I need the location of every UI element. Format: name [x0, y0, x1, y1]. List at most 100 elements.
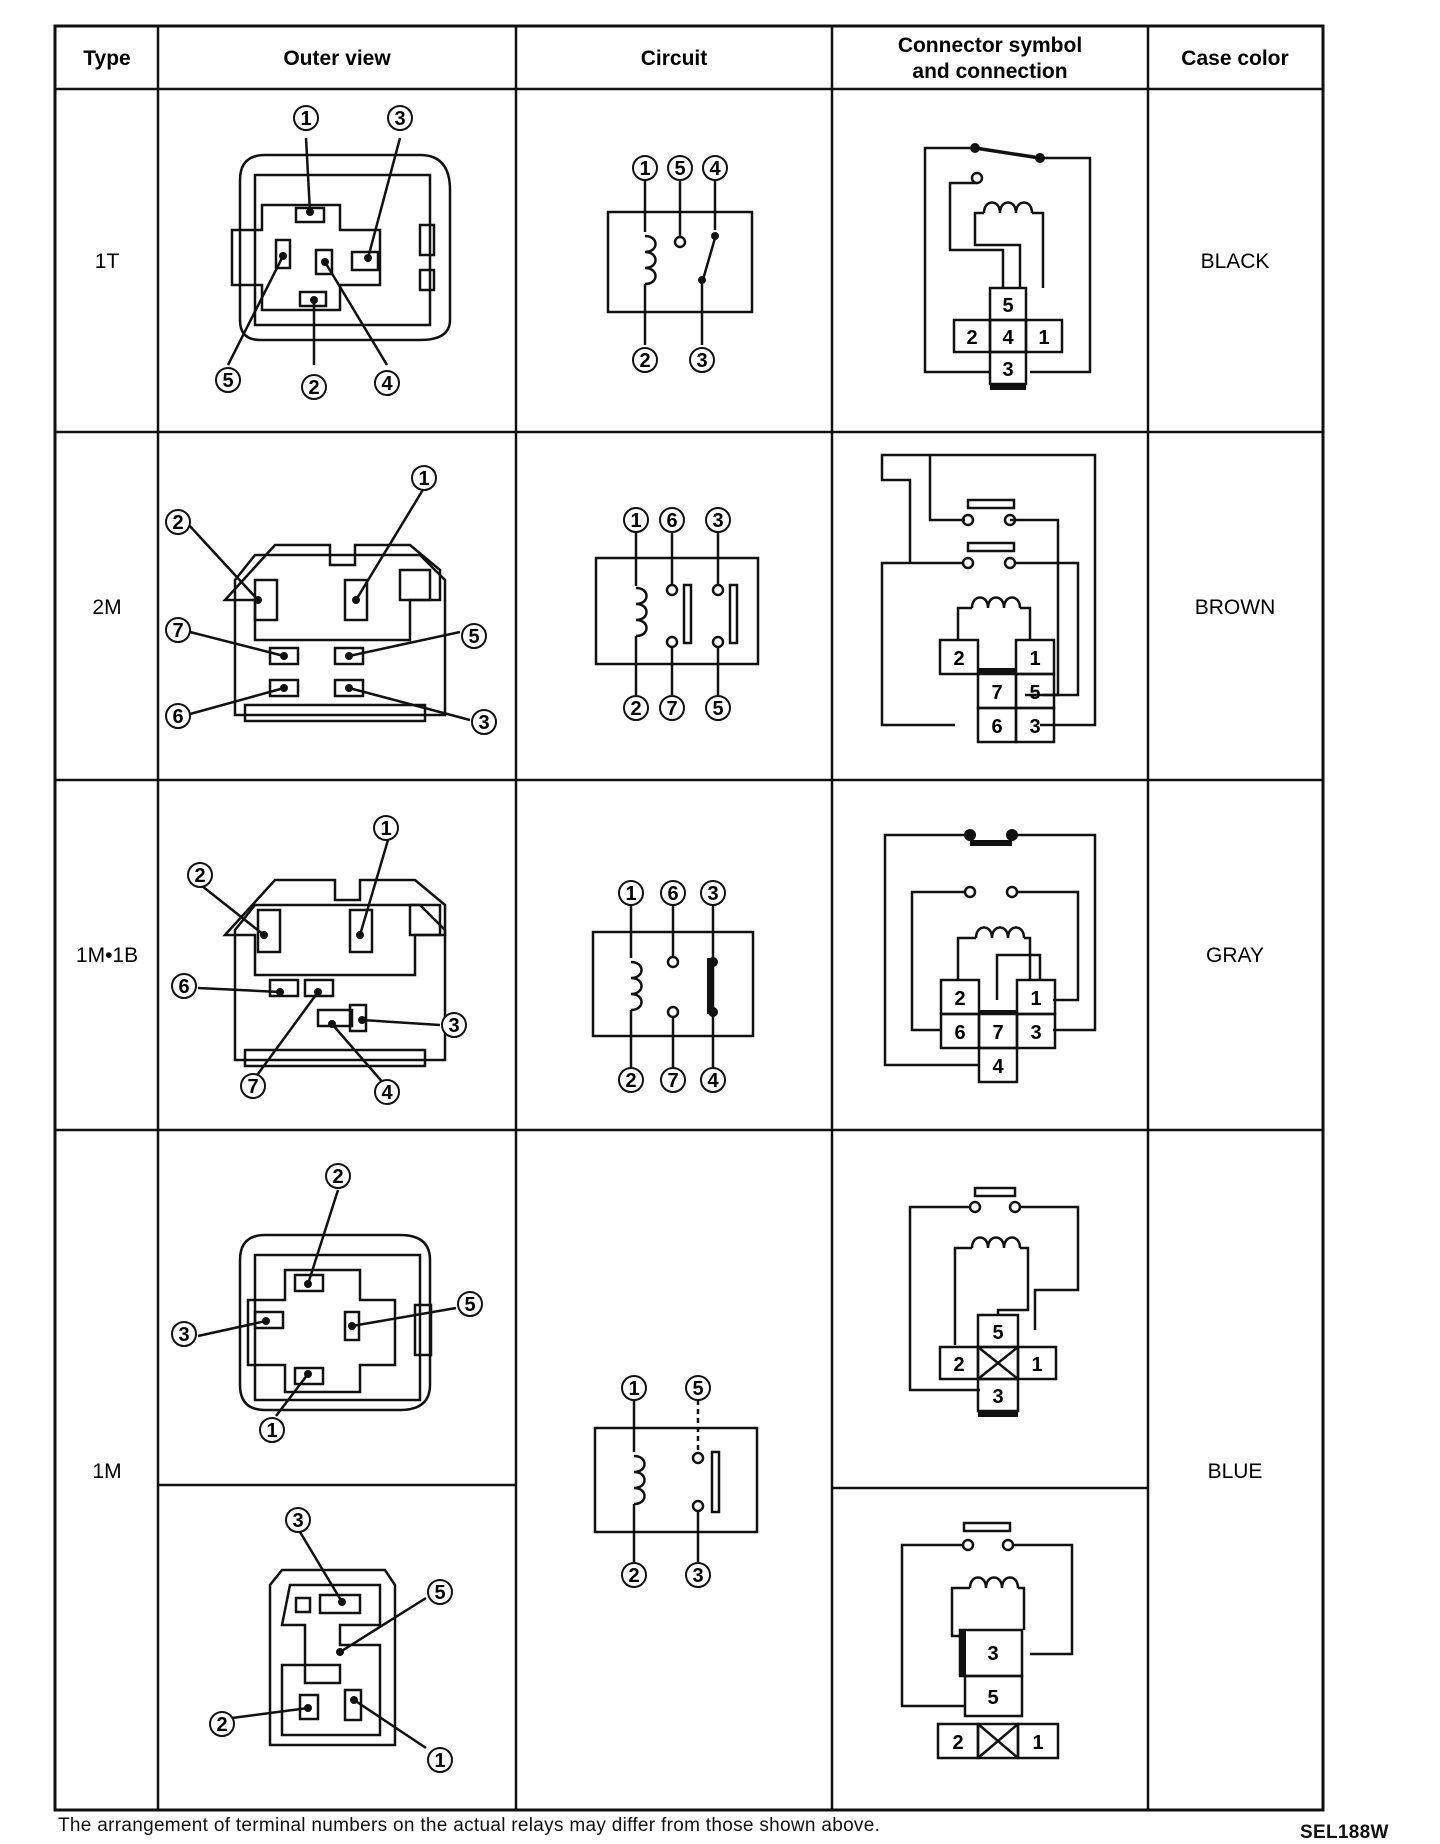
terminal-label: 3 [448, 1015, 459, 1037]
circuit-1m1b-labels: 1 6 3 2 7 4 [618, 880, 726, 1093]
header-case-color: Case color [1181, 47, 1288, 70]
terminal-label: 7 [666, 698, 677, 720]
type-2m: 2M [92, 596, 121, 619]
terminal-label: 6 [178, 976, 189, 998]
circuit-1t [606, 180, 754, 345]
connector-2m [880, 453, 1097, 744]
circuit-1m [593, 1400, 759, 1562]
terminal-label: 5 [692, 1378, 703, 1400]
connector-1m-b-fills [960, 1630, 966, 1676]
circuit-1m-labels: 1 5 2 3 [621, 1375, 711, 1588]
circuit-2m-labels: 1 6 3 2 7 5 [623, 507, 731, 721]
outer-view-1m-a-dots [262, 1280, 356, 1378]
case-color-brown: BROWN [1195, 596, 1276, 619]
case-color-blue: BLUE [1208, 1460, 1263, 1483]
terminal-label: 1 [418, 468, 429, 490]
circuit-2m [594, 530, 760, 695]
terminal-label: 3 [692, 1565, 703, 1587]
outer-view-1m1b [197, 839, 447, 1086]
connector-2m-fills [978, 668, 1016, 674]
pin-label: 2 [953, 1354, 964, 1376]
outer-view-1m1b-dots [260, 931, 366, 1028]
terminal-label: 3 [696, 350, 707, 372]
connector-1m-a-fills [978, 1411, 1018, 1417]
pin-label: 4 [1002, 327, 1014, 349]
terminal-label: 5 [468, 626, 479, 648]
terminal-label: 2 [332, 1166, 343, 1188]
footnote: The arrangement of terminal numbers on t… [58, 1815, 881, 1836]
terminal-label: 4 [709, 158, 721, 180]
pin-label: 1 [1038, 327, 1049, 349]
type-1m: 1M [92, 1460, 121, 1483]
terminal-label: 6 [172, 706, 183, 728]
outer-view-1t-dots [279, 208, 372, 304]
terminal-label: 2 [628, 1565, 639, 1587]
circuit-1m1b-fills [707, 957, 718, 1017]
pin-label: 1 [1031, 1354, 1042, 1376]
outer-view-1t [226, 137, 452, 366]
terminal-label: 1 [380, 818, 391, 840]
circuit-1m1b [591, 904, 755, 1068]
terminal-label: 4 [381, 373, 393, 395]
connector-1m-a [908, 1186, 1080, 1413]
pin-label: 5 [992, 1322, 1003, 1344]
terminal-label: 1 [266, 1420, 277, 1442]
pin-label: 2 [953, 648, 964, 670]
terminal-label: 2 [630, 698, 641, 720]
pin-label: 5 [1002, 295, 1013, 317]
terminal-label: 5 [434, 1582, 445, 1604]
terminal-label: 1 [639, 158, 650, 180]
terminal-label: 1 [625, 883, 636, 905]
header-circuit: Circuit [641, 47, 708, 70]
pin-label: 2 [952, 1732, 963, 1754]
outer-view-1m-b [231, 1531, 427, 1750]
pin-label: 1 [1029, 648, 1040, 670]
type-1m1b: 1M•1B [76, 944, 138, 967]
terminal-label: 4 [707, 1070, 719, 1092]
pin-label: 3 [992, 1386, 1003, 1408]
terminal-label: 5 [464, 1294, 475, 1316]
terminal-label: 3 [178, 1324, 189, 1346]
terminal-label: 1 [628, 1378, 639, 1400]
pin-label: 7 [992, 1022, 1003, 1044]
pin-label: 3 [1002, 359, 1013, 381]
type-1t: 1T [95, 250, 120, 273]
header-outer-view: Outer view [283, 47, 391, 70]
terminal-label: 7 [667, 1070, 678, 1092]
outer-view-1m-b-dots [304, 1598, 358, 1712]
pin-label: 3 [987, 1643, 998, 1665]
terminal-label: 1 [300, 108, 311, 130]
pin-label: 5 [1029, 682, 1040, 704]
pin-label: 3 [1029, 716, 1040, 738]
connector-1t-pins: 5 2 4 1 3 [966, 295, 1049, 381]
connector-1m-a-pins: 5 2 1 3 [953, 1322, 1042, 1408]
pin-label: 2 [954, 988, 965, 1010]
terminal-label: 2 [194, 865, 205, 887]
terminal-label: 3 [394, 108, 405, 130]
outer-view-1t-labels: 1 3 5 2 4 [215, 105, 413, 400]
header-connector-line2: and connection [912, 60, 1067, 83]
terminal-label: 2 [639, 350, 650, 372]
outer-view-2m-dots [254, 596, 360, 692]
header-connector-line1: Connector symbol [898, 34, 1082, 57]
pin-label: 1 [1030, 988, 1041, 1010]
terminal-label: 2 [172, 512, 183, 534]
terminal-label: 6 [667, 883, 678, 905]
terminal-label: 7 [172, 620, 183, 642]
outer-view-2m [187, 487, 471, 723]
connector-1m1b [883, 833, 1097, 1084]
pin-label: 7 [991, 682, 1002, 704]
connector-1t [923, 146, 1092, 386]
outer-view-1m1b-labels: 2 1 6 3 7 4 [171, 815, 467, 1105]
outer-view-1m-a-labels: 2 3 5 1 [171, 1163, 483, 1443]
case-color-black: BLACK [1201, 250, 1270, 273]
pin-label: 2 [966, 327, 977, 349]
figure-code: SEL188W [1300, 1822, 1389, 1843]
circuit-1t-dots [698, 232, 719, 284]
terminal-label: 5 [712, 698, 723, 720]
terminal-label: 3 [478, 712, 489, 734]
connector-1m1b-pins: 2 1 6 7 3 4 [954, 988, 1041, 1078]
header-type: Type [83, 47, 130, 70]
pin-label: 6 [954, 1022, 965, 1044]
